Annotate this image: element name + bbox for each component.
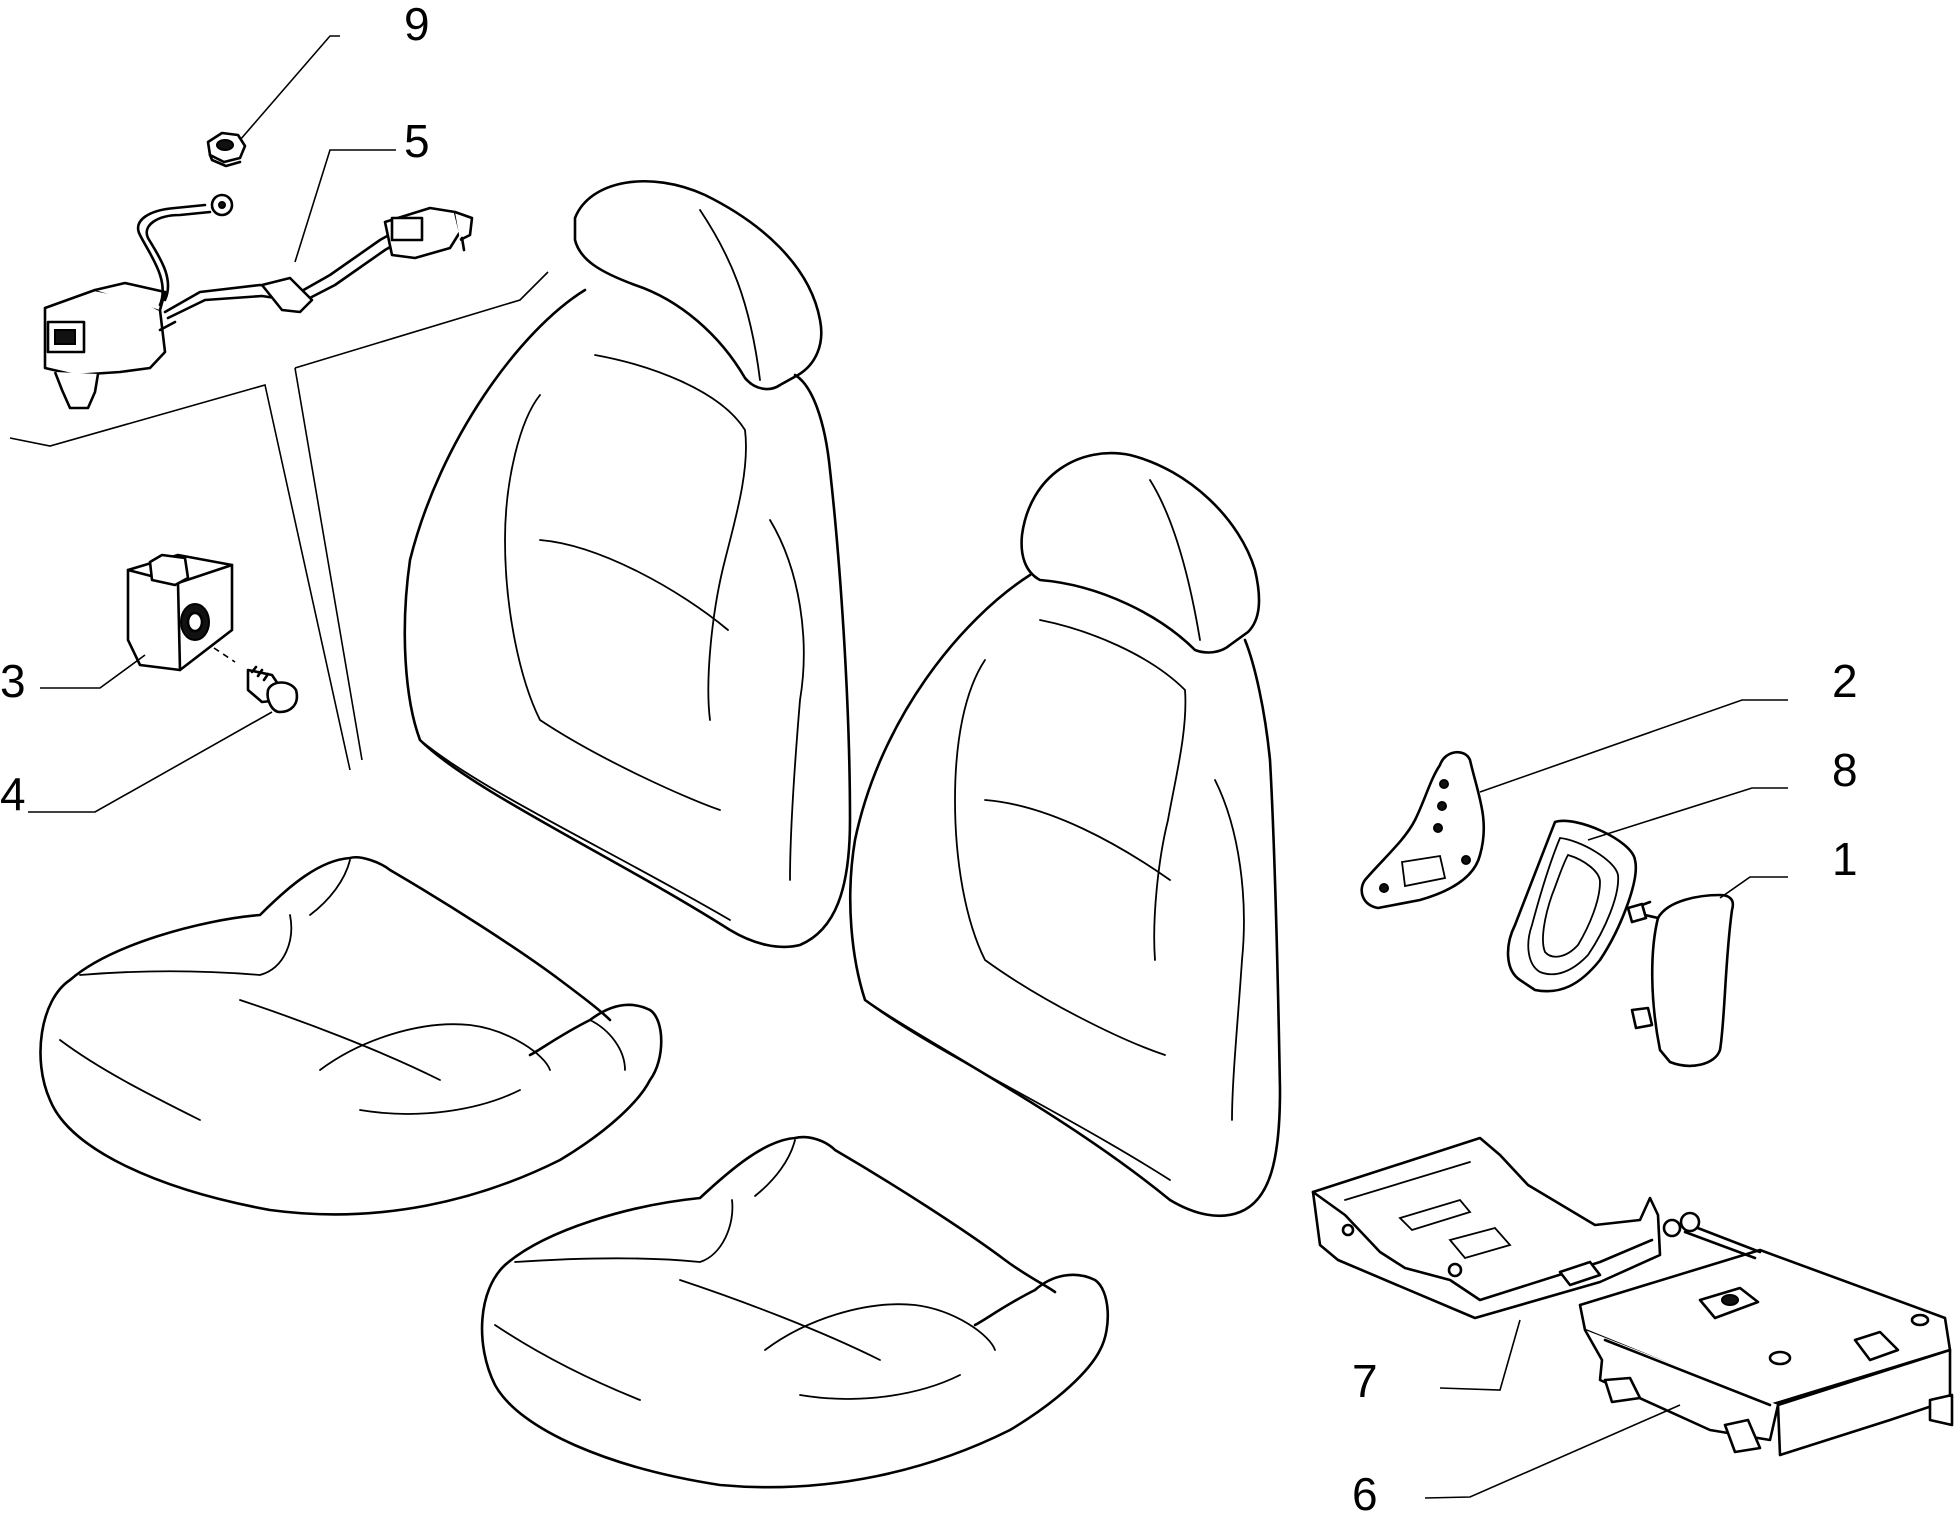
left-seat-backrest [403,179,852,949]
bolt-part-4 [246,665,299,714]
callout-number-6: 6 [1352,1468,1378,1514]
mechanism-part-6 [1578,1211,1954,1457]
nut-part-9 [206,131,247,168]
right-seat-cushion [480,1135,1110,1489]
callout-number-1: 1 [1832,833,1858,885]
cover-part-1 [1626,893,1735,1067]
callout-number-3: 3 [0,655,26,707]
callout-number-8: 8 [1832,744,1858,796]
callout-number-5: 5 [404,115,430,167]
callout-number-4: 4 [0,768,26,820]
left-seat-cushion [39,856,663,1216]
exploded-view-lines [9,271,549,771]
callout-leaders [28,35,1788,1499]
tray-part-7 [1311,1136,1662,1320]
callout-number-9: 9 [404,0,430,50]
gasket-part-8 [1506,819,1638,993]
wiring-harness-part-5 [43,193,474,410]
callout-number-2: 2 [1832,655,1858,707]
bracket-part-2 [1360,751,1486,910]
callout-number-7: 7 [1352,1355,1378,1407]
right-seat-backrest [848,451,1282,1218]
sensor-block-part-3 [126,553,236,672]
